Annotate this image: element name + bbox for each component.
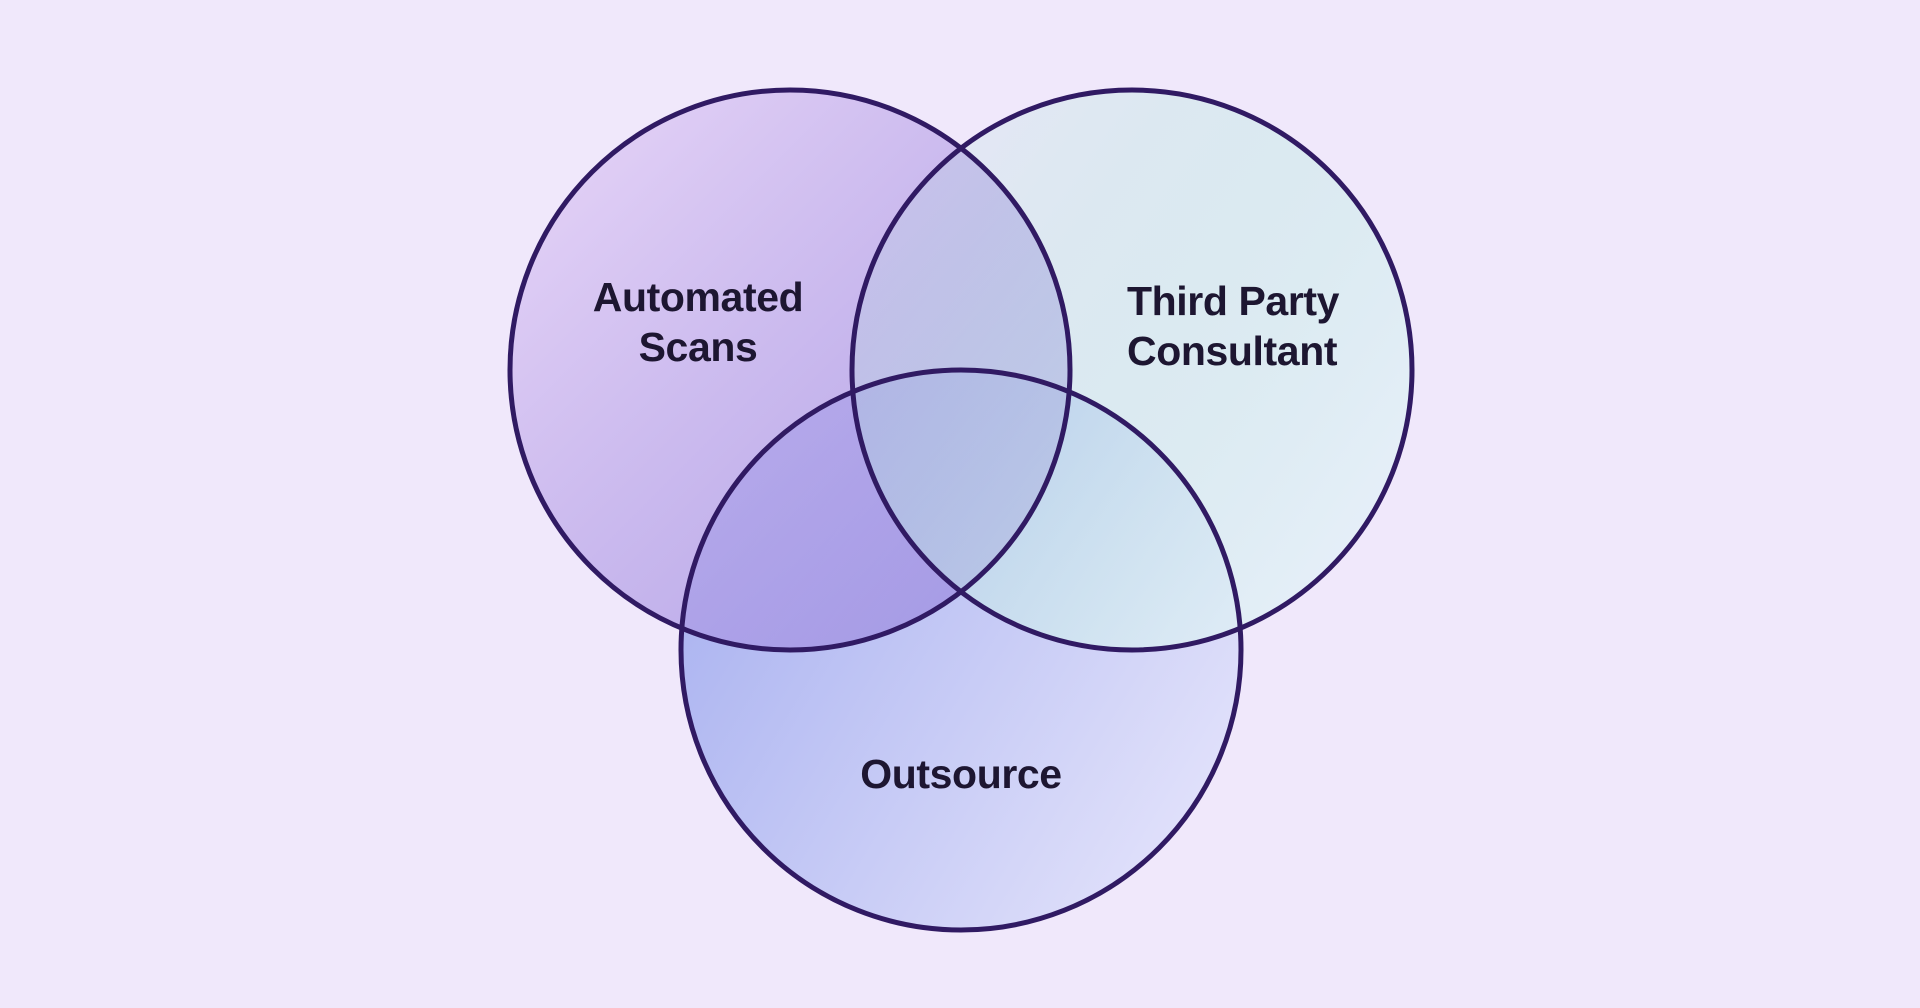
- venn-outline-outsource: [678, 367, 1244, 933]
- label-third-party-consultant: Third Party Consultant: [1127, 276, 1339, 376]
- label-automated-scans-line1: Automated: [592, 274, 804, 320]
- label-outsource-line1: Outsource: [860, 751, 1062, 797]
- venn-outline-automated-scans: [507, 87, 1073, 653]
- venn-fill-third-party-consultant: [852, 90, 1412, 650]
- label-outsource: Outsource: [801, 749, 1121, 799]
- label-automated-scans: Automated Scans: [538, 272, 858, 372]
- label-automated-scans-line2: Scans: [638, 324, 758, 370]
- label-third-party-consultant-line2: Consultant: [1127, 328, 1338, 374]
- venn-outline-third-party-consultant: [849, 87, 1415, 653]
- label-third-party-consultant-line1: Third Party: [1127, 278, 1340, 324]
